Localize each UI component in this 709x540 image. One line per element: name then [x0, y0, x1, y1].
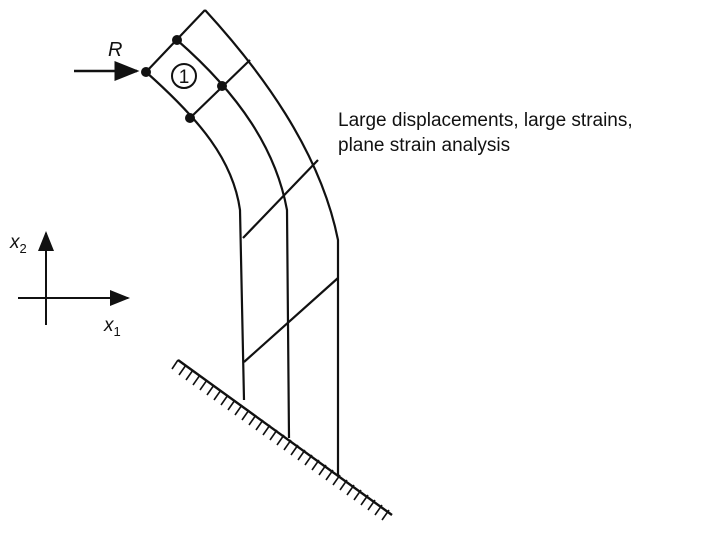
node-dot — [217, 81, 227, 91]
x1-label-text: x — [103, 315, 115, 336]
mesh-inner-edge — [145, 71, 246, 401]
load-label: R — [108, 39, 122, 61]
mesh-cross-line-3 — [242, 159, 319, 239]
fixed-support — [171, 359, 393, 521]
mesh-outer-edge — [204, 9, 340, 475]
x1-label-subscript: 1 — [114, 324, 121, 339]
mesh-middle-line — [176, 39, 291, 439]
element-number-circle — [171, 63, 197, 89]
annotation-line-2: plane strain analysis — [338, 135, 510, 156]
mesh-cross-line-4 — [243, 277, 339, 363]
x2-axis-label: x2 — [9, 232, 27, 256]
annotation-line-1: Large displacements, large strains, — [338, 110, 633, 131]
node-dot — [172, 35, 182, 45]
x2-label-subscript: 2 — [20, 241, 27, 256]
node-dot — [185, 113, 195, 123]
x1-axis-label: x1 — [103, 315, 121, 339]
x2-label-text: x — [9, 232, 21, 253]
node-dot — [141, 67, 151, 77]
element-number: 1 — [179, 67, 190, 88]
